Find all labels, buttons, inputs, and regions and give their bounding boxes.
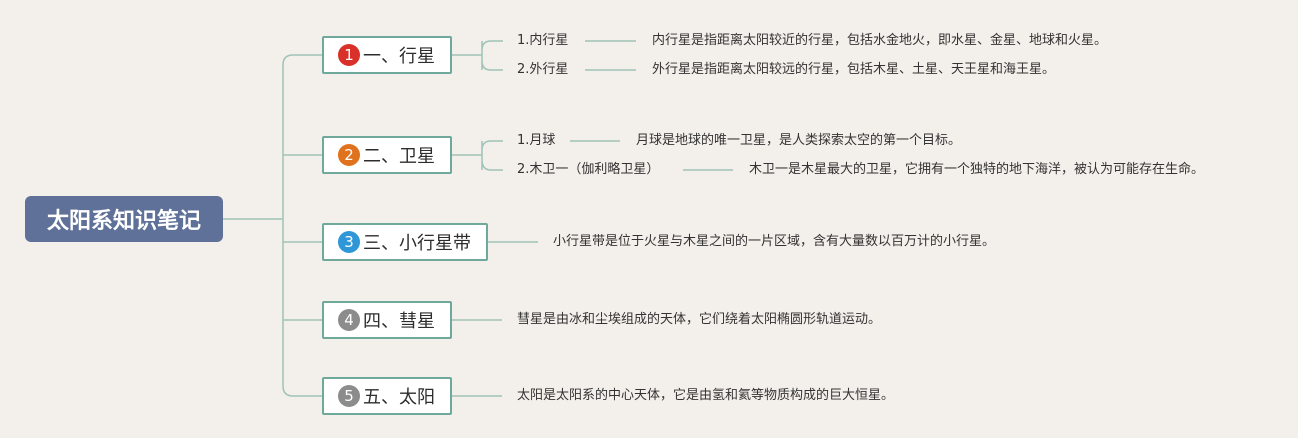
subtopic-inner-planets[interactable]: 1.内行星 [517,33,569,48]
number-4-badge-icon: 4 [338,309,360,331]
branch-satellites[interactable]: 2 二、卫星 [322,136,452,174]
branch-label: 四、彗星 [363,311,435,332]
connector-sub-1 [452,40,503,71]
mindmap-root[interactable]: 太阳系知识笔记 [25,196,223,242]
note-comets: 彗星是由冰和尘埃组成的天体，它们绕着太阳椭圆形轨道运动。 [517,312,882,327]
subtopic-moon[interactable]: 1.月球 [517,133,556,148]
connector-trunk [282,54,322,397]
branch-label: 一、行星 [363,46,435,67]
branch-asteroid-belt[interactable]: 3 三、小行星带 [322,223,488,261]
note-moon: 月球是地球的唯一卫星，是人类探索太空的第一个目标。 [636,133,962,148]
number-1-badge-icon: 1 [338,44,360,66]
branch-planets[interactable]: 1 一、行星 [322,36,452,74]
note-asteroid-belt: 小行星带是位于火星与木星之间的一片区域，含有大量数以百万计的小行星。 [553,234,996,249]
number-2-badge-icon: 2 [338,144,360,166]
branch-label: 二、卫星 [363,146,435,167]
branch-comets[interactable]: 4 四、彗星 [322,301,452,339]
connector-sub-2 [452,140,503,171]
note-sun: 太阳是太阳系的中心天体，它是由氢和氦等物质构成的巨大恒星。 [517,388,895,403]
number-3-badge-icon: 3 [338,231,360,253]
note-io: 木卫一是木星最大的卫星，它拥有一个独特的地下海洋，被认为可能存在生命。 [749,162,1205,177]
number-5-badge-icon: 5 [338,385,360,407]
subtopic-io[interactable]: 2.木卫一（伽利略卫星） [517,162,660,177]
root-title: 太阳系知识笔记 [46,209,201,234]
note-inner-planets: 内行星是指距离太阳较近的行星，包括水金地火，即水星、金星、地球和火星。 [652,33,1108,48]
branch-label: 三、小行星带 [363,233,471,254]
branch-label: 五、太阳 [363,387,435,408]
note-outer-planets: 外行星是指距离太阳较远的行星，包括木星、土星、天王星和海王星。 [652,62,1056,77]
subtopic-outer-planets[interactable]: 2.外行星 [517,62,569,77]
branch-sun[interactable]: 5 五、太阳 [322,377,452,415]
